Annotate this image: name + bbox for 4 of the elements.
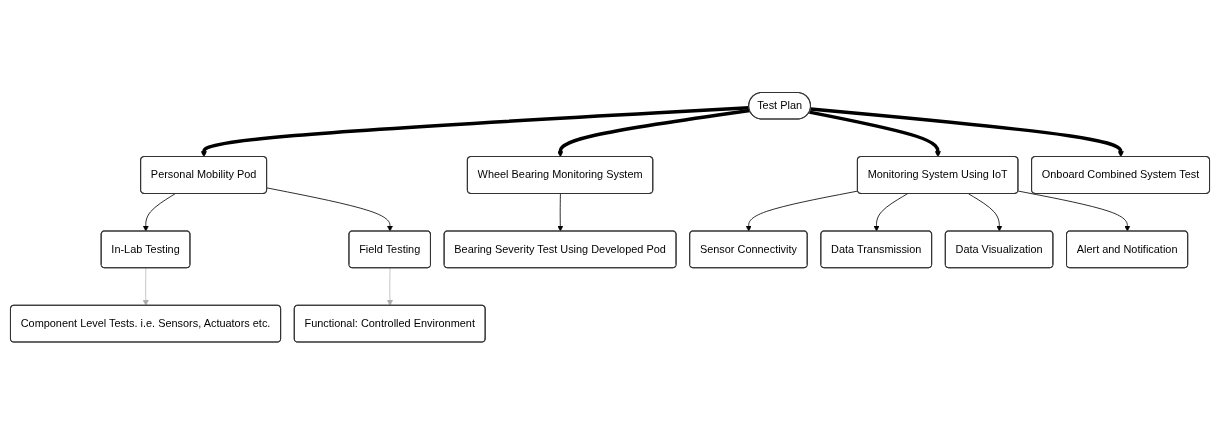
arrow xyxy=(810,107,1124,157)
arrow xyxy=(557,108,751,157)
arrow xyxy=(200,105,750,157)
arrow xyxy=(809,110,941,157)
